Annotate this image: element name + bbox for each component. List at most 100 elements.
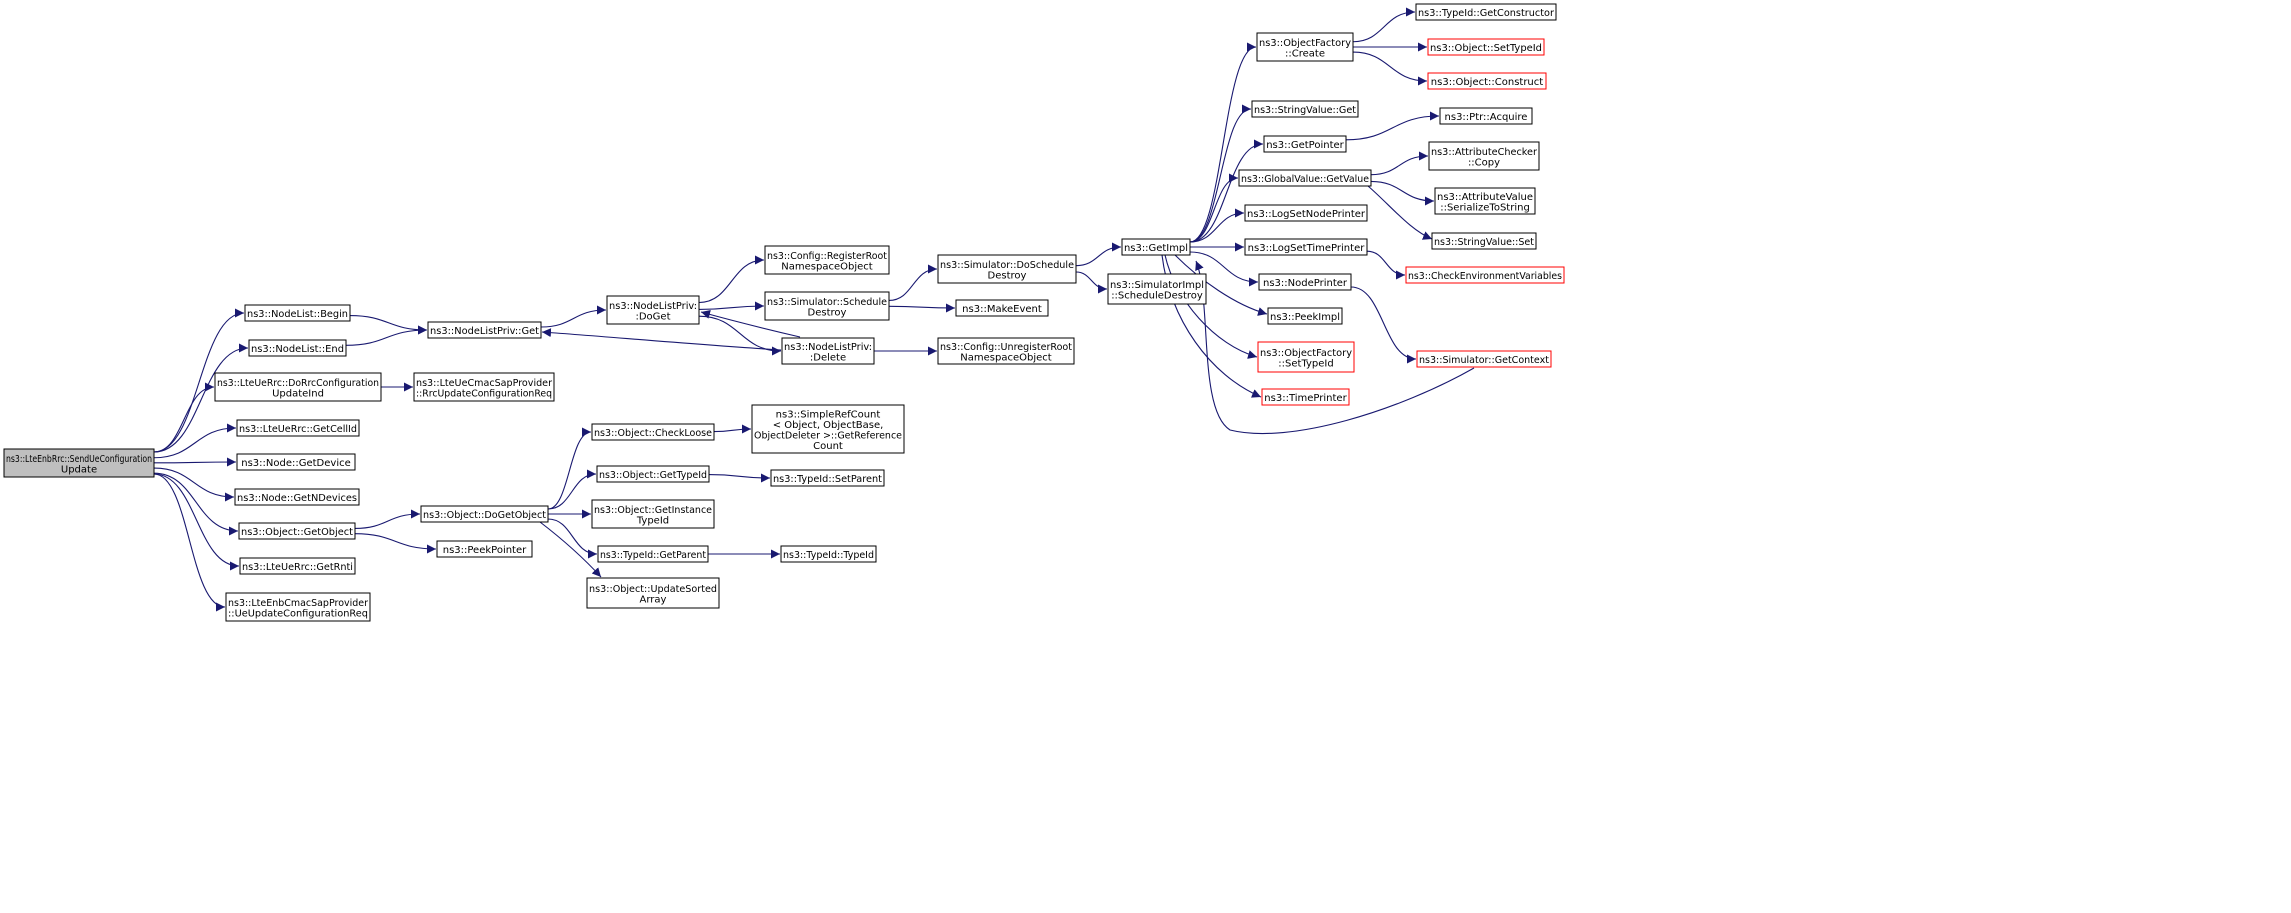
node-label: UpdateInd — [272, 388, 324, 399]
node-label: ns3::GlobalValue::GetValue — [1241, 174, 1369, 185]
node-box — [239, 557, 356, 575]
node-label: Update — [61, 464, 97, 475]
node-box — [1257, 341, 1355, 373]
node-attrCheckerCopy[interactable]: ns3::AttributeChecker::Copy — [1428, 141, 1540, 171]
node-box — [225, 592, 371, 622]
node-label: < Object, ObjectBase, — [773, 420, 884, 431]
node-getRnti[interactable]: ns3::LteUeRrc::GetRnti — [239, 557, 356, 575]
edge-getImpl-to-ofCreate — [1189, 42, 1257, 243]
edge-nl_begin-to-nlpGet — [349, 315, 428, 335]
node-tidGetParent[interactable]: ns3::TypeId::GetParent — [597, 545, 709, 563]
node-label: NamespaceObject — [960, 352, 1051, 363]
node-nl_begin[interactable]: ns3::NodeList::Begin — [244, 304, 351, 322]
node-objSetTypeId[interactable]: ns3::Object::SetTypeId — [1427, 38, 1545, 56]
node-box — [1427, 38, 1545, 56]
edge-ofCreate-to-objConstruct — [1352, 51, 1428, 86]
node-label: ns3::TypeId::GetConstructor — [1418, 8, 1555, 19]
node-label: ns3::Object::SetTypeId — [1430, 43, 1542, 54]
node-schedDestroy[interactable]: ns3::Simulator::ScheduleDestroy — [764, 291, 890, 321]
node-strValGet[interactable]: ns3::StringValue::Get — [1251, 100, 1359, 118]
node-nlpGet[interactable]: ns3::NodeListPriv::Get — [427, 321, 542, 339]
node-label: ns3::NodeList::Begin — [247, 309, 348, 320]
node-label: ns3::NodeListPriv: — [609, 301, 697, 312]
node-ueCmac[interactable]: ns3::LteUeCmacSapProvider::RrcUpdateConf… — [413, 372, 555, 402]
node-getDevice[interactable]: ns3::Node::GetDevice — [236, 453, 356, 471]
node-tidTypeId[interactable]: ns3::TypeId::TypeId — [780, 545, 877, 563]
node-label: ns3::Node::GetNDevices — [237, 493, 357, 504]
node-label: ns3::StringValue::Get — [1254, 105, 1356, 116]
node-label: ns3::GetPointer — [1266, 140, 1344, 151]
node-root[interactable]: ns3::LteEnbRrc::SendUeConfigurationUpdat… — [3, 448, 155, 478]
edge-checkLoose-to-simpleRef — [713, 424, 752, 434]
node-doRrc[interactable]: ns3::LteUeRrc::DoRrcConfigurationUpdateI… — [214, 372, 382, 402]
node-peekImpl[interactable]: ns3::PeekImpl — [1267, 307, 1343, 325]
edge-nlpDoGet-to-regRoot — [698, 255, 765, 304]
node-getNDevices[interactable]: ns3::Node::GetNDevices — [234, 488, 360, 506]
node-enbCmac[interactable]: ns3::LteEnbCmacSapProvider::UeUpdateConf… — [225, 592, 371, 622]
node-timePrinter[interactable]: ns3::TimePrinter — [1261, 388, 1350, 406]
node-checkEnv[interactable]: ns3::CheckEnvironmentVariables — [1405, 266, 1565, 284]
node-makeEvent[interactable]: ns3::MakeEvent — [955, 299, 1049, 317]
node-box — [1439, 107, 1533, 125]
node-label: ns3::ObjectFactory — [1259, 38, 1351, 49]
node-label: ::RrcUpdateConfigurationReq — [416, 388, 552, 399]
node-attrValSerialize[interactable]: ns3::AttributeValue::SerializeToString — [1434, 187, 1536, 215]
edge-getImpl-to-ofSetTypeId — [1164, 254, 1258, 359]
node-box — [781, 337, 875, 365]
node-label: TypeId — [636, 515, 669, 526]
node-tidSetParent[interactable]: ns3::TypeId::SetParent — [770, 469, 885, 487]
node-label: ns3::NodeListPriv::Get — [430, 326, 539, 337]
node-nlpDoGet[interactable]: ns3::NodeListPriv::DoGet — [606, 295, 700, 325]
edge-root-to-nl_begin — [153, 308, 245, 453]
node-ofCreate[interactable]: ns3::ObjectFactory::Create — [1256, 32, 1354, 62]
node-logSetNode[interactable]: ns3::LogSetNodePrinter — [1244, 204, 1368, 222]
node-box — [236, 419, 360, 437]
node-ptrAcquire[interactable]: ns3::Ptr::Acquire — [1439, 107, 1533, 125]
node-checkLoose[interactable]: ns3::Object::CheckLoose — [591, 423, 715, 441]
node-objConstruct[interactable]: ns3::Object::Construct — [1427, 72, 1547, 90]
node-simpleRef[interactable]: ns3::SimpleRefCount< Object, ObjectBase,… — [751, 404, 905, 454]
node-objGetTypeId[interactable]: ns3::Object::GetTypeId — [596, 465, 710, 483]
node-getObject[interactable]: ns3::Object::GetObject — [238, 522, 356, 540]
node-implSchedDestroy[interactable]: ns3::SimulatorImpl::ScheduleDestroy — [1107, 273, 1207, 305]
edge-getObject-to-peekPointer — [354, 533, 437, 554]
node-doGetObject[interactable]: ns3::Object::DoGetObject — [420, 505, 549, 523]
node-box — [3, 448, 155, 478]
node-label: ns3::LogSetNodePrinter — [1247, 209, 1366, 220]
node-logSetTime[interactable]: ns3::LogSetTimePrinter — [1244, 238, 1368, 256]
node-strValSet[interactable]: ns3::StringValue::Set — [1431, 232, 1537, 250]
edge-doGetObject-to-checkLoose — [547, 427, 592, 510]
node-label: Destroy — [988, 270, 1027, 281]
node-getCellId[interactable]: ns3::LteUeRrc::GetCellId — [236, 419, 360, 437]
node-simGetContext[interactable]: ns3::Simulator::GetContext — [1416, 350, 1552, 368]
edge-layer — [153, 7, 1475, 612]
node-box — [1258, 273, 1352, 291]
node-ofSetTypeId[interactable]: ns3::ObjectFactory::SetTypeId — [1257, 341, 1355, 373]
node-label: ns3::LogSetTimePrinter — [1248, 243, 1366, 254]
node-unregRoot[interactable]: ns3::Config::UnregisterRootNamespaceObje… — [937, 337, 1075, 365]
node-label: Destroy — [808, 307, 847, 318]
node-box — [1431, 232, 1537, 250]
node-layer: ns3::LteEnbRrc::SendUeConfigurationUpdat… — [3, 3, 1565, 622]
edge-nlpGet-to-nlpDoGet — [540, 305, 607, 328]
node-peekPointer[interactable]: ns3::PeekPointer — [436, 540, 533, 558]
node-label: ns3::Simulator::GetContext — [1419, 355, 1549, 366]
node-gvGetValue[interactable]: ns3::GlobalValue::GetValue — [1238, 169, 1372, 187]
node-label: ::SerializeToString — [1440, 202, 1530, 213]
node-getImpl[interactable]: ns3::GetImpl — [1121, 238, 1191, 256]
node-label: ns3::PeekPointer — [443, 545, 527, 556]
node-label: ns3::MakeEvent — [962, 304, 1042, 315]
node-nlpDelete[interactable]: ns3::NodeListPriv::Delete — [781, 337, 875, 365]
node-label: :Delete — [810, 352, 846, 363]
node-getPointer[interactable]: ns3::GetPointer — [1263, 135, 1347, 153]
node-tidGetCtor[interactable]: ns3::TypeId::GetConstructor — [1415, 3, 1557, 21]
node-label: ns3::TimePrinter — [1264, 393, 1347, 404]
node-nl_end[interactable]: ns3::NodeList::End — [248, 339, 347, 357]
node-box — [1415, 3, 1557, 21]
node-nodePrinter[interactable]: ns3::NodePrinter — [1258, 273, 1352, 291]
node-label: NamespaceObject — [781, 261, 872, 272]
